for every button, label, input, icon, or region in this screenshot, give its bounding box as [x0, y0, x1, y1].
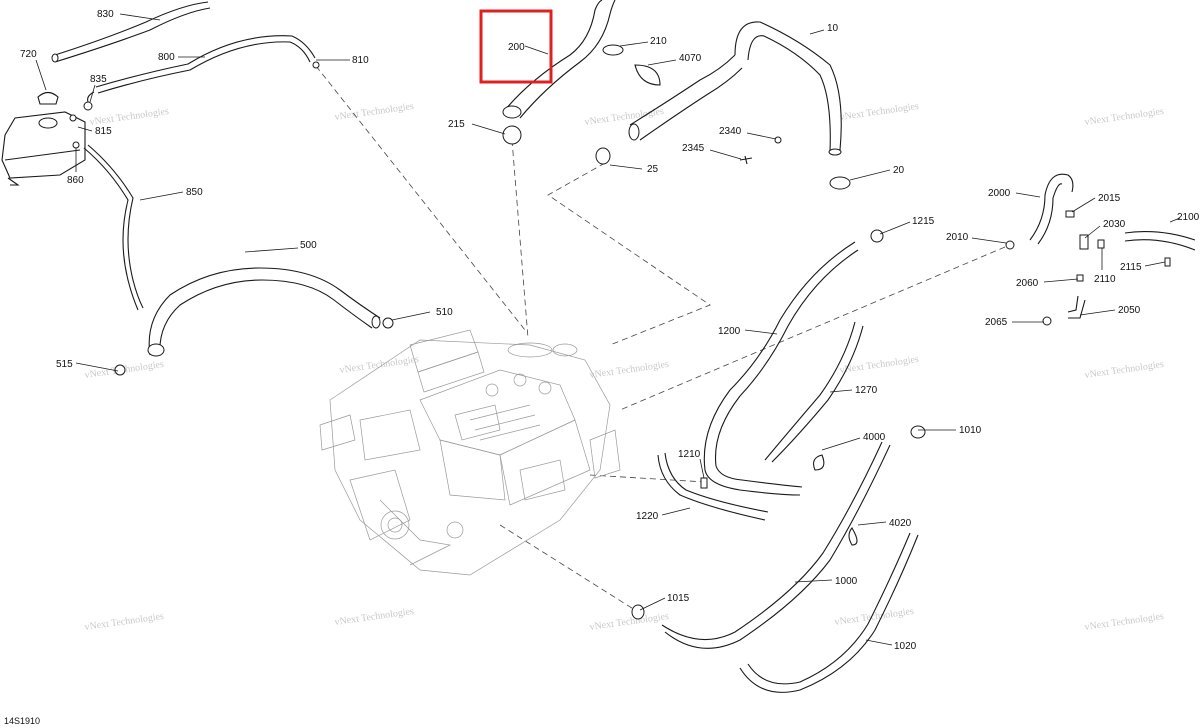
- part-label: 25: [647, 164, 659, 175]
- hose-830: [51, 1, 211, 63]
- part-label: 1210: [678, 449, 701, 460]
- part-label: 200: [508, 42, 525, 53]
- assembly-lines: [315, 65, 1006, 611]
- watermark: vNext Technologies: [339, 354, 420, 376]
- watermark: vNext Technologies: [589, 611, 670, 633]
- watermark: vNext Technologies: [84, 611, 165, 633]
- part-label: 850: [186, 187, 203, 198]
- part-label: 720: [20, 49, 37, 60]
- part-label: 2340: [719, 126, 742, 137]
- part-label: 810: [352, 55, 369, 66]
- part-label: 1015: [667, 593, 690, 604]
- part-label: 2115: [1120, 262, 1142, 273]
- part-label: 4070: [679, 53, 702, 64]
- leader-lines: [35, 13, 1181, 646]
- hose-2000: [1029, 173, 1074, 245]
- watermark: vNext Technologies: [584, 106, 665, 128]
- watermark: vNext Technologies: [334, 606, 415, 628]
- part-label: 2345: [682, 143, 705, 154]
- watermark-layer: vNext Technologies vNext Technologies vN…: [84, 101, 1165, 633]
- hose-800: [87, 35, 316, 103]
- watermark: vNext Technologies: [839, 101, 920, 123]
- part-label: 2010: [946, 232, 969, 243]
- small-parts: [83, 44, 1171, 620]
- watermark: vNext Technologies: [834, 606, 915, 628]
- part-label: 4020: [889, 518, 912, 529]
- part-label: 2100: [1177, 212, 1200, 223]
- hose-2100: [1124, 231, 1196, 251]
- part-label: 815: [95, 126, 112, 137]
- watermark: vNext Technologies: [1084, 106, 1165, 128]
- hose-500: [147, 267, 381, 357]
- part-label: 215: [448, 119, 465, 130]
- hose-850: [83, 144, 144, 311]
- part-label: 835: [90, 74, 107, 85]
- highlight-box: [479, 9, 553, 84]
- part-label: 800: [158, 52, 175, 63]
- part-labels: 830 720 800 810 835 815 860 850 500 510 …: [20, 9, 1200, 652]
- hose-200: [502, 0, 616, 119]
- part-label: 2110: [1094, 274, 1116, 285]
- engine-block: [319, 329, 621, 576]
- hose-1270: [764, 321, 864, 463]
- part-label: 10: [827, 23, 839, 34]
- part-label: 2065: [985, 317, 1008, 328]
- part-label: 1215: [912, 216, 935, 227]
- hose-1220: [657, 452, 769, 521]
- hose-1020: [739, 532, 919, 693]
- watermark: vNext Technologies: [589, 359, 670, 381]
- part-label: 500: [300, 240, 317, 251]
- hose-1200: [703, 241, 859, 496]
- part-label: 1200: [718, 326, 741, 337]
- part-label: 2050: [1118, 305, 1141, 316]
- coolant-reservoir: [1, 91, 86, 186]
- part-label: 1270: [855, 385, 878, 396]
- part-label: 210: [650, 36, 667, 47]
- hose-2050: [1067, 295, 1086, 319]
- part-label: 860: [67, 175, 84, 186]
- part-label: 510: [436, 307, 453, 318]
- part-label: 4000: [863, 432, 886, 443]
- part-label: 2015: [1098, 193, 1121, 204]
- part-label: 1000: [835, 576, 858, 587]
- part-label: 20: [893, 165, 905, 176]
- part-label: 830: [97, 9, 114, 20]
- watermark: vNext Technologies: [839, 354, 920, 376]
- part-label: 1010: [959, 425, 982, 436]
- hose-10: [734, 21, 842, 156]
- part-label: 515: [56, 359, 73, 370]
- part-label: 2000: [988, 188, 1011, 199]
- watermark: vNext Technologies: [1084, 611, 1165, 633]
- watermark: vNext Technologies: [1084, 359, 1165, 381]
- watermark: vNext Technologies: [89, 106, 170, 128]
- part-label: 2030: [1103, 219, 1126, 230]
- part-label: 1220: [636, 511, 659, 522]
- figure-reference: 14S1910: [4, 716, 40, 726]
- part-label: 2060: [1016, 278, 1039, 289]
- hose-4070-assembly: [628, 54, 743, 141]
- part-label: 1020: [894, 641, 917, 652]
- hose-1000: [661, 441, 891, 649]
- watermark: vNext Technologies: [334, 101, 415, 123]
